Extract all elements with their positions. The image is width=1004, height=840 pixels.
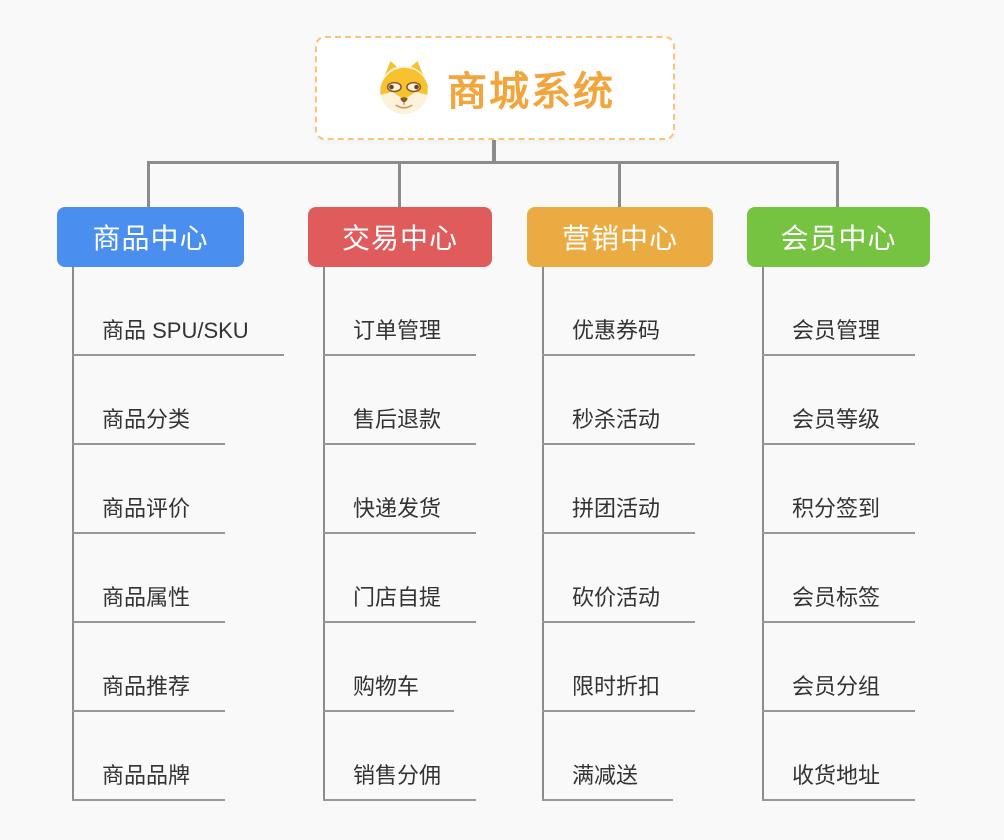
leaf-item[interactable]: 会员分组 (762, 623, 916, 712)
leaf-item[interactable]: 砍价活动 (542, 534, 696, 623)
leaf-item[interactable]: 购物车 (323, 623, 476, 712)
leaf-item[interactable]: 商品 SPU/SKU (72, 267, 284, 356)
leaf-label[interactable]: 售后退款 (323, 402, 477, 445)
leaf-label[interactable]: 销售分佣 (323, 758, 477, 801)
leaf-list-member: 会员管理会员等级积分签到会员标签会员分组收货地址 (762, 267, 916, 801)
leaf-item[interactable]: 优惠券码 (542, 267, 696, 356)
connector-bus (148, 161, 839, 164)
leaf-label[interactable]: 商品分类 (72, 402, 226, 445)
branch-spine-member (762, 267, 764, 801)
leaf-item[interactable]: 拼团活动 (542, 445, 696, 534)
leaf-label[interactable]: 商品品牌 (72, 758, 226, 801)
leaf-label[interactable]: 收货地址 (762, 758, 916, 801)
leaf-item[interactable]: 积分签到 (762, 445, 916, 534)
branch-spine-marketing (542, 267, 544, 801)
leaf-label[interactable]: 商品推荐 (72, 669, 226, 712)
leaf-label[interactable]: 会员管理 (762, 313, 916, 356)
leaf-item[interactable]: 秒杀活动 (542, 356, 696, 445)
leaf-label[interactable]: 门店自提 (323, 580, 477, 623)
leaf-item[interactable]: 商品推荐 (72, 623, 284, 712)
leaf-item[interactable]: 商品属性 (72, 534, 284, 623)
root-node[interactable]: 商城系统 (315, 36, 675, 140)
connector-drop-product (147, 161, 150, 207)
leaf-item[interactable]: 满减送 (542, 712, 695, 801)
leaf-item[interactable]: 门店自提 (323, 534, 477, 623)
leaf-item[interactable]: 限时折扣 (542, 623, 696, 712)
leaf-item[interactable]: 销售分佣 (323, 712, 477, 801)
leaf-list-product: 商品 SPU/SKU 商品分类商品评价商品属性商品推荐商品品牌 (72, 267, 284, 801)
connector-drop-trade (398, 161, 401, 207)
leaf-label[interactable]: 商品评价 (72, 491, 226, 534)
leaf-item[interactable]: 会员管理 (762, 267, 916, 356)
connector-root-stub (492, 140, 496, 163)
leaf-label[interactable]: 会员标签 (762, 580, 916, 623)
leaf-label[interactable]: 满减送 (542, 758, 674, 801)
branch-spine-trade (323, 267, 325, 801)
branch-header-marketing[interactable]: 营销中心 (527, 207, 713, 267)
leaf-item[interactable]: 快递发货 (323, 445, 477, 534)
leaf-label[interactable]: 购物车 (323, 669, 455, 712)
leaf-label[interactable]: 限时折扣 (542, 669, 696, 712)
leaf-item[interactable]: 售后退款 (323, 356, 477, 445)
leaf-label[interactable]: 商品属性 (72, 580, 226, 623)
branch-header-member[interactable]: 会员中心 (747, 207, 930, 267)
branch-header-trade[interactable]: 交易中心 (308, 207, 492, 267)
leaf-item[interactable]: 商品评价 (72, 445, 284, 534)
leaf-list-trade: 订单管理售后退款快递发货门店自提购物车销售分佣 (323, 267, 477, 801)
dog-icon (379, 60, 429, 115)
leaf-label[interactable]: 积分签到 (762, 491, 916, 534)
leaf-label[interactable]: 秒杀活动 (542, 402, 696, 445)
root-title: 商城系统 (447, 70, 615, 114)
leaf-item[interactable]: 会员标签 (762, 534, 916, 623)
leaf-item[interactable]: 会员等级 (762, 356, 916, 445)
leaf-item[interactable]: 商品品牌 (72, 712, 284, 801)
leaf-item[interactable]: 商品分类 (72, 356, 284, 445)
leaf-label[interactable]: 砍价活动 (542, 580, 696, 623)
leaf-label[interactable]: 拼团活动 (542, 491, 696, 534)
branch-header-product[interactable]: 商品中心 (57, 207, 244, 267)
connector-drop-member (836, 161, 839, 207)
connector-drop-marketing (618, 161, 621, 207)
leaf-label[interactable]: 快递发货 (323, 491, 477, 534)
leaf-label[interactable]: 商品 SPU/SKU (72, 313, 284, 356)
leaf-label[interactable]: 订单管理 (323, 313, 477, 356)
leaf-label[interactable]: 会员分组 (762, 669, 916, 712)
leaf-item[interactable]: 收货地址 (762, 712, 916, 801)
leaf-item[interactable]: 订单管理 (323, 267, 477, 356)
leaf-label[interactable]: 会员等级 (762, 402, 916, 445)
branch-spine-product (72, 267, 74, 801)
leaf-label[interactable]: 优惠券码 (542, 313, 696, 356)
leaf-list-marketing: 优惠券码秒杀活动拼团活动砍价活动限时折扣满减送 (542, 267, 696, 801)
